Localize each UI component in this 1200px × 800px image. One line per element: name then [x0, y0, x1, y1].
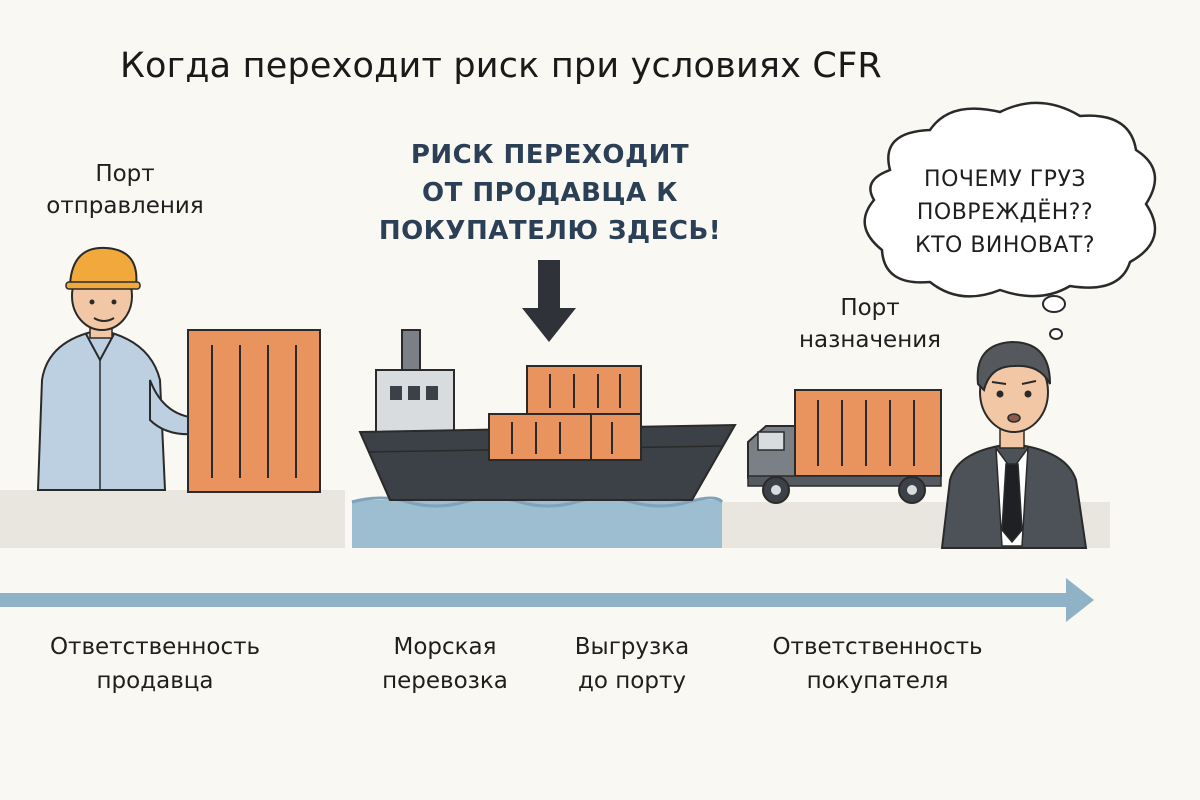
risk-callout-line-3: ПОКУПАТЕЛЮ ЗДЕСЬ! [360, 212, 740, 250]
timeline-label-unloading-line-1: Выгрузка [552, 630, 712, 664]
timeline-label-seller-line-1: Ответственность [20, 630, 290, 664]
timeline-label-sea-freight-line-2: перевозка [360, 664, 530, 698]
delivery-truck [748, 390, 941, 503]
origin-dock [0, 490, 345, 548]
timeline-label-unloading: Выгрузка до порту [552, 630, 712, 698]
destination-port-line-1: Порт [760, 292, 980, 324]
buyer-businessman-figure [942, 342, 1086, 548]
timeline-label-seller-line-2: продавца [20, 664, 290, 698]
origin-port-line-1: Порт [30, 158, 220, 190]
risk-transfer-callout: РИСК ПЕРЕХОДИТ ОТ ПРОДАВЦА К ПОКУПАТЕЛЮ … [360, 136, 740, 250]
origin-port-label: Порт отправления [30, 158, 220, 222]
buyer-thought-text: ПОЧЕМУ ГРУЗ ПОВРЕЖДЁН?? КТО ВИНОВАТ? [880, 163, 1130, 262]
origin-port-line-2: отправления [30, 190, 220, 222]
risk-callout-line-1: РИСК ПЕРЕХОДИТ [360, 136, 740, 174]
timeline-label-seller: Ответственность продавца [20, 630, 290, 698]
timeline-label-buyer-line-1: Ответственность [745, 630, 1010, 664]
origin-container [188, 330, 320, 492]
timeline-label-sea-freight-line-1: Морская [360, 630, 530, 664]
page-title: Когда переходит риск при условиях CFR [120, 46, 882, 86]
timeline-label-buyer: Ответственность покупателя [745, 630, 1010, 698]
timeline-label-sea-freight: Морская перевозка [360, 630, 530, 698]
ship-containers [489, 366, 641, 460]
timeline-label-buyer-line-2: покупателя [745, 664, 1010, 698]
buyer-thought-line-3: КТО ВИНОВАТ? [880, 229, 1130, 262]
destination-port-label: Порт назначения [760, 292, 980, 356]
destination-port-line-2: назначения [760, 324, 980, 356]
buyer-thought-line-2: ПОВРЕЖДЁН?? [880, 196, 1130, 229]
risk-callout-line-2: ОТ ПРОДАВЦА К [360, 174, 740, 212]
timeline-label-unloading-line-2: до порту [552, 664, 712, 698]
buyer-thought-line-1: ПОЧЕМУ ГРУЗ [880, 163, 1130, 196]
timeline-arrow [0, 578, 1094, 622]
risk-transfer-arrow [522, 260, 576, 342]
